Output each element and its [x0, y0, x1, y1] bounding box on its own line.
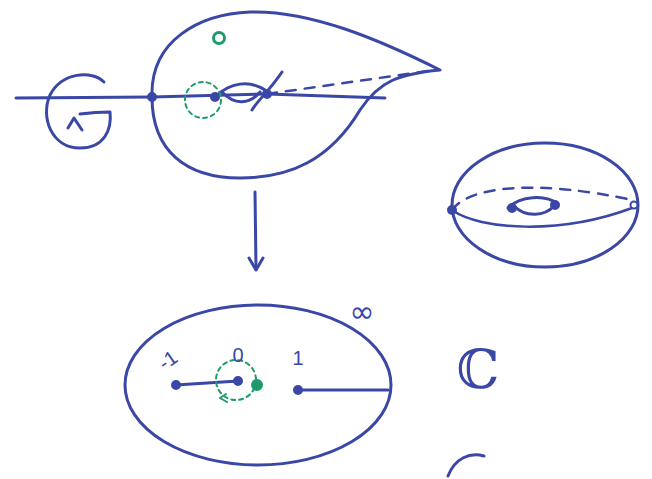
projection-arrow: [255, 192, 256, 268]
torus-open-point: [631, 202, 638, 209]
rotation-arrow: [47, 75, 111, 148]
torus-dot: [509, 205, 516, 212]
point-dot: [173, 382, 180, 389]
hole: [215, 84, 265, 102]
back-curve: [267, 70, 435, 94]
point-dot: [235, 378, 242, 385]
point-dot: [295, 387, 302, 394]
point-label: -1: [155, 347, 181, 374]
green-loop: [185, 82, 221, 118]
infinity-label: ∞: [350, 297, 375, 327]
hole-stroke: [252, 72, 282, 110]
sphere-outline: [125, 305, 391, 465]
rotation-arrowhead: [68, 118, 82, 130]
cut: [176, 381, 238, 385]
projection-arrowhead: [249, 258, 263, 270]
branch-dot: [212, 94, 219, 101]
torus-dot: [552, 202, 559, 209]
green-loop: [216, 360, 256, 400]
real-curve: [152, 94, 267, 97]
torus-front: [452, 208, 632, 227]
front-curve: [267, 94, 385, 98]
cut: [298, 389, 388, 392]
torus-hole: [508, 198, 558, 215]
branch-dot: [264, 91, 271, 98]
torus-dot: [449, 207, 456, 214]
point-label: 0: [232, 345, 243, 365]
green-point: [214, 33, 225, 44]
surface-outline: [152, 12, 440, 178]
green-arrow: [220, 394, 227, 402]
torus-outline: [452, 143, 638, 267]
branch-dot: [149, 94, 156, 101]
complex-plane-symbol: ℂ: [457, 343, 500, 397]
partial-arc: [448, 455, 484, 476]
point-label: 1: [292, 348, 303, 368]
green-point: [253, 381, 262, 390]
rotation-axis: [16, 97, 152, 98]
